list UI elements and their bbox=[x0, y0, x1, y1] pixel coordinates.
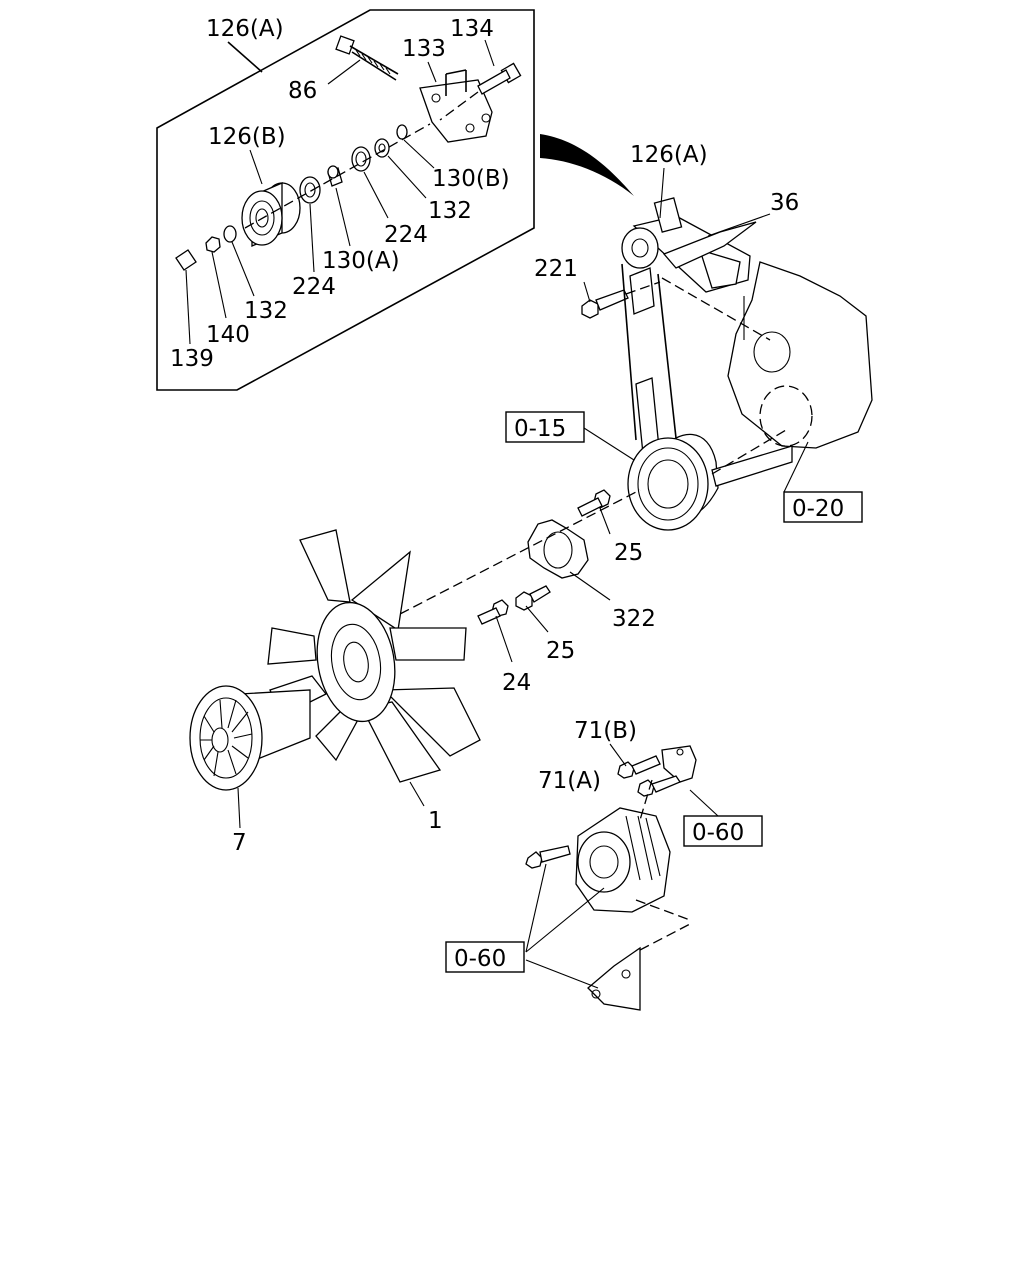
bolt-25-upper bbox=[577, 489, 611, 517]
timing-cover bbox=[727, 261, 873, 449]
alternator bbox=[575, 779, 691, 921]
washer-130b bbox=[396, 124, 408, 140]
bolt-71a bbox=[637, 775, 681, 797]
bolt-71b bbox=[617, 755, 661, 779]
label-224-lower: 224 bbox=[292, 274, 336, 300]
inset-axis-line bbox=[244, 123, 431, 229]
bolt-24 bbox=[477, 599, 509, 625]
crank-pulley bbox=[627, 429, 793, 531]
cap-139 bbox=[175, 249, 197, 271]
nut-132-lower bbox=[223, 225, 237, 243]
alternator-bolt bbox=[525, 845, 571, 869]
spacer-130a bbox=[327, 165, 343, 187]
fan-axis bbox=[399, 489, 641, 615]
label-25-upper: 25 bbox=[614, 540, 643, 566]
bolt-221 bbox=[581, 281, 661, 319]
label-71a: 71(A) bbox=[538, 768, 601, 794]
tensioner-126a bbox=[621, 197, 757, 315]
bearing-224-lower bbox=[299, 176, 321, 204]
ref-label-0-60-upper: 0-60 bbox=[692, 820, 744, 846]
label-134: 134 bbox=[450, 16, 494, 42]
label-224-upper: 224 bbox=[384, 222, 428, 248]
label-132-upper: 132 bbox=[428, 198, 472, 224]
bolt-134 bbox=[439, 62, 522, 121]
detail-arrow bbox=[540, 134, 634, 196]
ref-label-0-60-lower: 0-60 bbox=[454, 946, 506, 972]
fan-hub-322 bbox=[527, 519, 589, 579]
label-126a-main: 126(A) bbox=[630, 142, 708, 168]
label-130a: 130(A) bbox=[322, 248, 400, 274]
ref-box-0-20[interactable]: 0-20 bbox=[783, 491, 863, 523]
label-130b: 130(B) bbox=[432, 166, 510, 192]
alternator-bracket-upper bbox=[661, 745, 697, 783]
label-132-lower: 132 bbox=[244, 298, 288, 324]
bolt-25-lower bbox=[515, 585, 551, 611]
label-24: 24 bbox=[502, 670, 531, 696]
label-140: 140 bbox=[206, 322, 250, 348]
pulley-126b bbox=[241, 182, 301, 247]
ref-box-0-60-upper[interactable]: 0-60 bbox=[683, 815, 763, 847]
label-139: 139 bbox=[170, 346, 214, 372]
bolt-86 bbox=[335, 35, 399, 81]
label-322: 322 bbox=[612, 606, 656, 632]
label-25-lower: 25 bbox=[546, 638, 575, 664]
label-221: 221 bbox=[534, 256, 578, 282]
inset-detail-box bbox=[156, 9, 535, 391]
label-1: 1 bbox=[428, 808, 443, 834]
fan-clutch bbox=[189, 685, 311, 791]
ref-box-0-15[interactable]: 0-15 bbox=[505, 411, 585, 443]
inset-leaders bbox=[185, 39, 495, 345]
ref-label-0-20: 0-20 bbox=[792, 496, 844, 522]
label-36: 36 bbox=[770, 190, 799, 216]
cooling-fan bbox=[267, 529, 481, 783]
ref-box-0-60-lower[interactable]: 0-60 bbox=[445, 941, 525, 973]
label-126b: 126(B) bbox=[208, 124, 286, 150]
tensioner-axis bbox=[661, 277, 771, 341]
bracket-133 bbox=[419, 69, 493, 143]
main-leaders bbox=[237, 167, 809, 989]
label-7: 7 bbox=[232, 830, 247, 856]
label-86: 86 bbox=[288, 78, 317, 104]
label-126a-inset: 126(A) bbox=[206, 16, 284, 42]
label-71b: 71(B) bbox=[574, 718, 637, 744]
ref-label-0-15: 0-15 bbox=[514, 416, 566, 442]
alternator-bracket-lower bbox=[587, 923, 691, 1011]
nut-140 bbox=[205, 236, 221, 253]
label-133: 133 bbox=[402, 36, 446, 62]
